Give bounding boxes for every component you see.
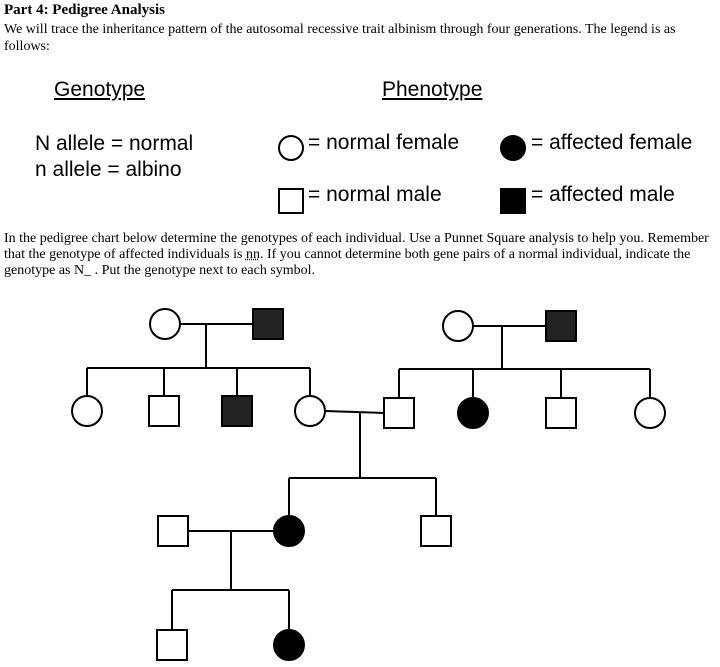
affected-male-g2-3: [221, 395, 253, 427]
normal-female-g2-8: [634, 397, 666, 429]
affected-male-g1-left-male: [252, 308, 284, 340]
genotype-header: Genotype: [54, 78, 146, 101]
normal-male-g4-male: [156, 629, 188, 661]
pedigree-chart: [71, 308, 666, 661]
normal-female-g1-right-female: [442, 310, 474, 342]
pedigree-lines: [86, 323, 651, 630]
allele-n-label: n allele = albino: [35, 158, 182, 181]
instructions-part-2: . If you cannot determine both gene pair…: [4, 247, 691, 278]
intro-text: We will trace the inheritance pattern of…: [4, 22, 676, 54]
normal-male-symbol: [278, 188, 304, 214]
affected-male-g1-right-male: [545, 310, 577, 342]
normal-male-g3-male: [420, 515, 452, 547]
affected-female-g4-female: [273, 629, 305, 661]
affected-genotype: nn: [245, 247, 260, 262]
affected-female-g2-6: [457, 397, 489, 429]
affected-female-symbol: [500, 135, 526, 161]
normal-male-g2-5: [383, 397, 415, 429]
affected-male-label: = affected male: [531, 183, 675, 206]
normal-female-g2-4: [294, 395, 326, 427]
instructions-text: In the pedigree chart below determine th…: [4, 231, 716, 279]
affected-male-symbol: [500, 188, 526, 214]
normal-female-g2-1: [71, 395, 103, 427]
normal-male-label: = normal male: [308, 183, 442, 206]
normal-male-g3-spouse-male: [157, 515, 189, 547]
phenotype-header: Phenotype: [382, 78, 483, 101]
normal-female-g1-left-female: [149, 308, 181, 340]
affected-female-g3-female: [273, 515, 305, 547]
normal-female-label: = normal female: [308, 131, 460, 154]
affected-female-label: = affected female: [531, 131, 693, 154]
part-title: Part 4: Pedigree Analysis: [4, 2, 165, 18]
normal-male-g2-2: [148, 395, 180, 427]
normal-male-g2-7: [545, 397, 577, 429]
instructions-part-1: In the pedigree chart below determine th…: [4, 231, 709, 262]
allele-N-label: N allele = normal: [35, 132, 194, 155]
pedigree-symbols: [71, 308, 666, 661]
pedigree-line: [324, 410, 385, 414]
normal-female-symbol: [278, 135, 304, 161]
